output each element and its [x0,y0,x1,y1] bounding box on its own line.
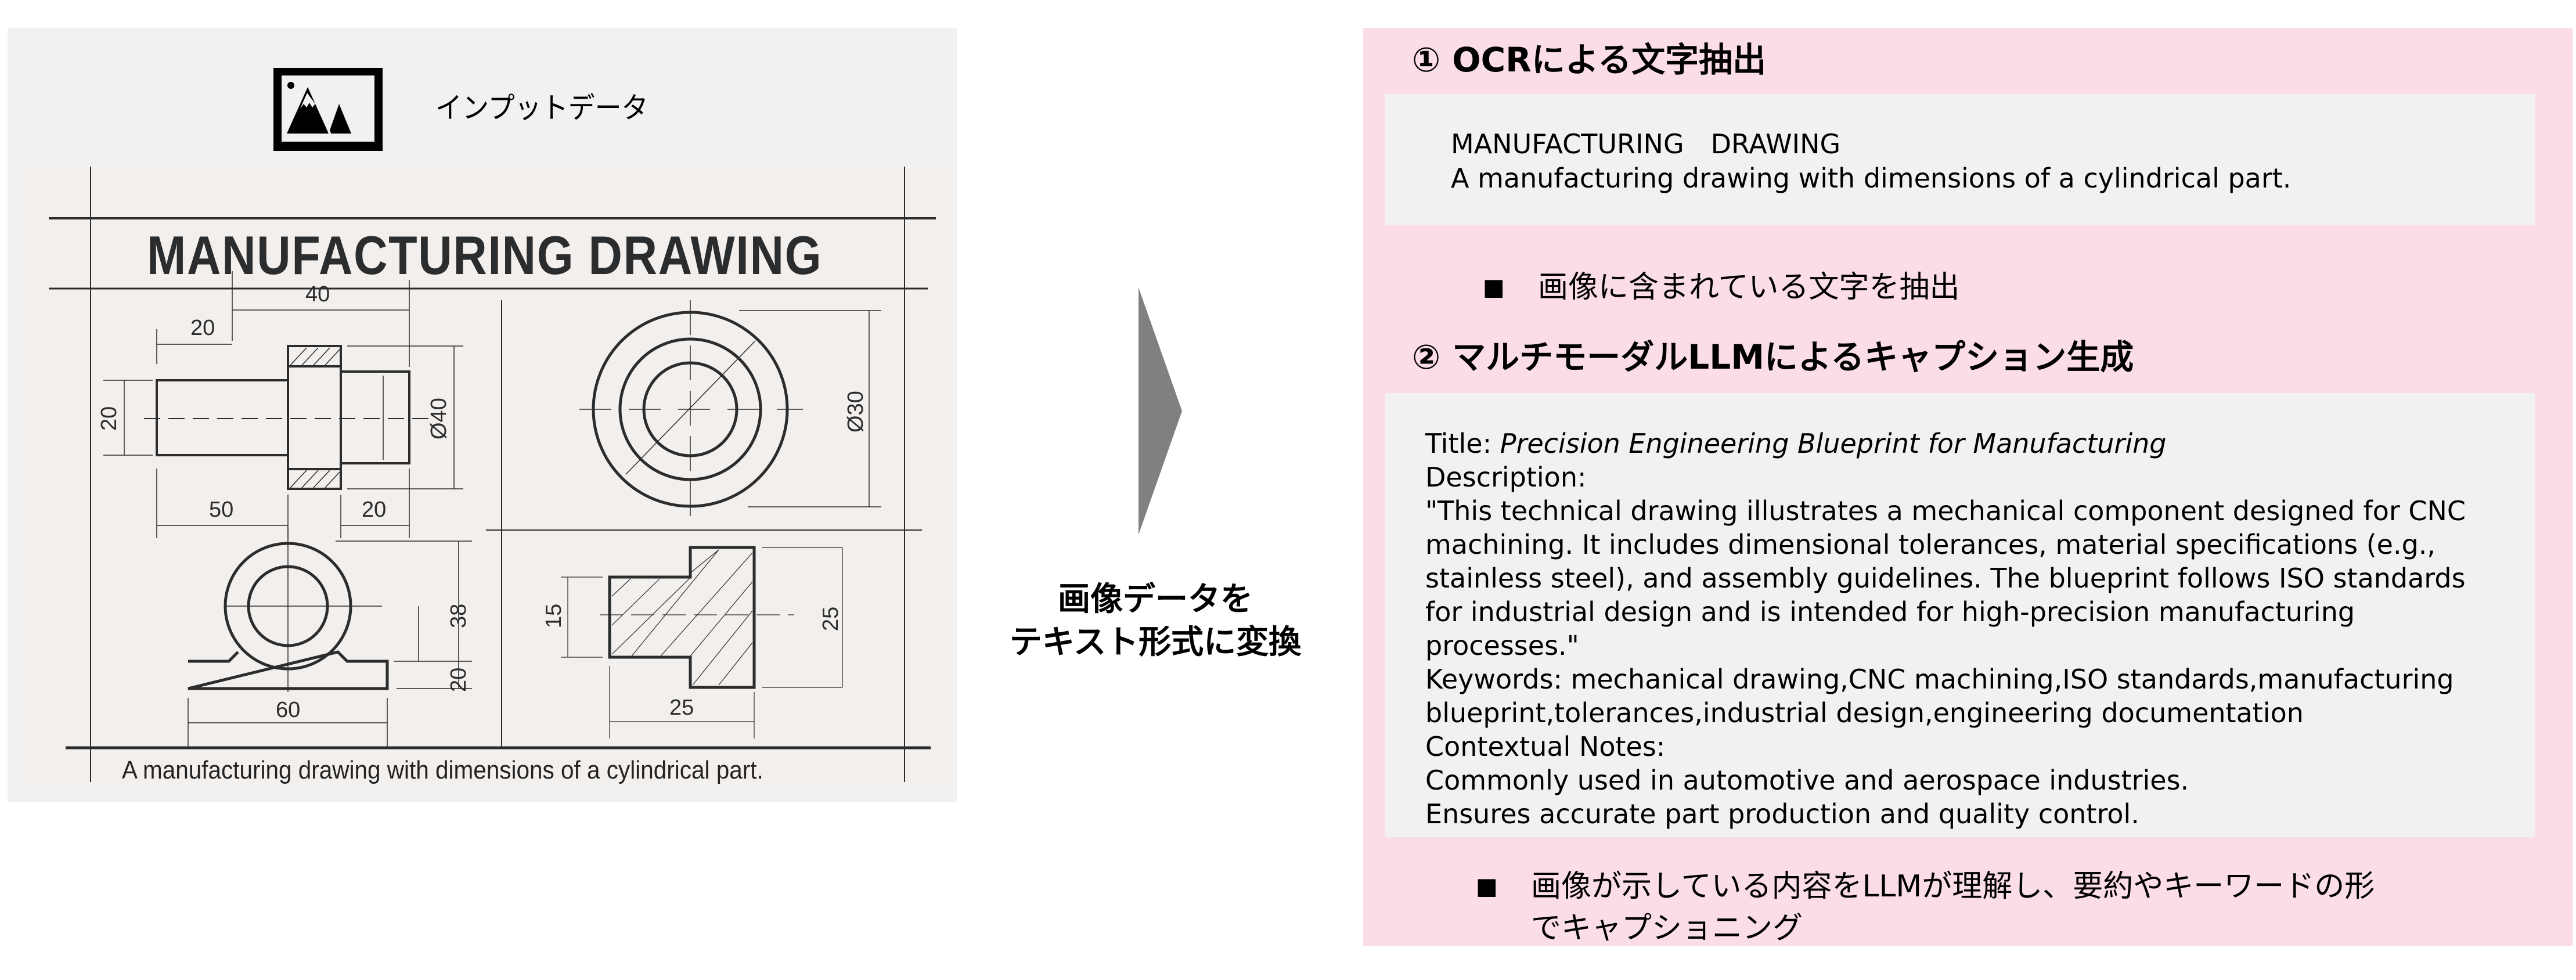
dim-20-base: 20 [446,668,471,692]
dim-diameter-30: Ø30 [844,391,868,433]
dim-25-width: 25 [669,696,694,720]
conversion-label: 画像データを テキスト形式に変換 [981,578,1330,664]
caption-description-line: for industrial design and is intended fo… [1425,596,2355,628]
ocr-line: MANUFACTURING DRAWING [1451,128,1841,160]
square-bullet-icon: ■ [1476,873,1498,900]
dim-38: 38 [446,604,471,628]
caption-title-value: Precision Engineering Blueprint for Manu… [1500,428,2167,459]
ocr-line: A manufacturing drawing with dimensions … [1451,163,2292,194]
input-data-panel: インプットデータ [8,28,957,802]
chevron-right-arrow-icon [1139,287,1182,535]
ocr-result-box: MANUFACTURING DRAWING A manufacturing dr… [1385,94,2535,225]
step1-heading: ① OCRによる文字抽出 [1412,40,1767,80]
output-panel: ① OCRによる文字抽出 MANUFACTURING DRAWING A man… [1363,28,2573,946]
caption-notes-label: Contextual Notes: [1425,731,1666,762]
conversion-label-line2: テキスト形式に変換 [1009,624,1302,661]
caption-description-label: Description: [1425,462,1587,493]
caption-description-line: processes." [1425,630,1579,661]
dim-50: 50 [209,498,233,522]
step2-note-text: 画像が示している内容をLLMが理解し、要約やキーワードの形でキャプショニング [1531,869,2375,946]
input-data-label: インプットデータ [435,91,648,125]
technical-drawing: 20 40 50 20 20 Ø40 Ø30 [49,167,936,782]
dim-40-top: 40 [305,282,330,307]
caption-result-box: Title: Precision Engineering Blueprint f… [1385,393,2535,837]
dim-25-height: 25 [819,607,843,631]
caption-title-label: Title: [1425,428,1500,459]
caption-description-line: "This technical drawing illustrates a me… [1425,495,2466,527]
caption-notes-line: Commonly used in automotive and aerospac… [1425,765,2189,796]
step1-note: ■ 画像に含まれている文字を抽出 [1483,266,1959,308]
step2-note: ■ 画像が示している内容をLLMが理解し、要約やキーワードの形でキャプショニング [1476,866,2405,949]
ocr-result-text: MANUFACTURING DRAWING A manufacturing dr… [1451,127,2291,196]
caption-keywords-line: Keywords: mechanical drawing,CNC machini… [1425,664,2454,695]
conversion-label-line1: 画像データを [1058,581,1253,618]
caption-description-line: stainless steel), and assembly guideline… [1425,563,2466,594]
dim-20-top: 20 [190,316,215,340]
manufacturing-drawing-image: 20 40 50 20 20 Ø40 Ø30 [22,167,952,784]
dim-20-left: 20 [97,406,121,431]
square-bullet-icon: ■ [1483,274,1505,301]
dim-15: 15 [542,604,566,628]
caption-notes-line: Ensures accurate part production and qua… [1425,798,2139,830]
caption-title-line: Title: Precision Engineering Blueprint f… [1425,427,2517,460]
dim-60: 60 [276,698,300,722]
drawing-title: MANUFACTURING DRAWING [147,225,823,286]
dim-diameter-40: Ø40 [427,398,451,439]
caption-result-text: Title: Precision Engineering Blueprint f… [1425,427,2517,831]
drawing-caption: A manufacturing drawing with dimensions … [122,756,763,784]
dim-20-bottom: 20 [362,498,386,522]
caption-description-line: machining. It includes dimensional toler… [1425,529,2436,560]
step1-note-text: 画像に含まれている文字を抽出 [1538,270,1960,305]
step2-heading: ② マルチモーダルLLMによるキャプション生成 [1412,337,2134,377]
image-mountain-icon [273,68,383,151]
caption-keywords-line: blueprint,tolerances,industrial design,e… [1425,697,2304,729]
